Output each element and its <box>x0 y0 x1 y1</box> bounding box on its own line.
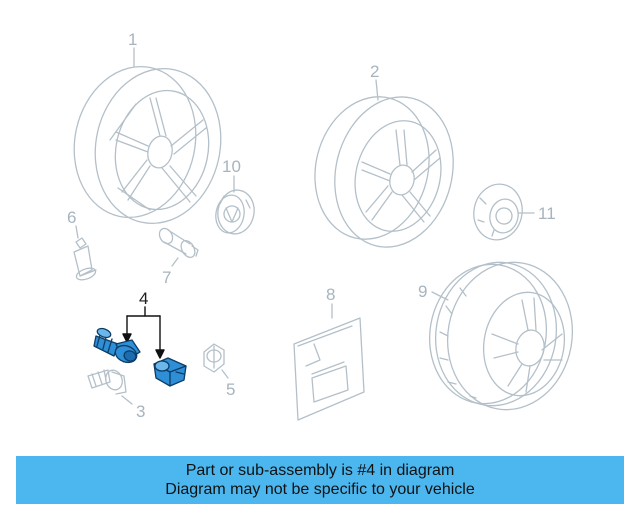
callout-bracket-4 <box>122 306 165 359</box>
banner-line-2: Diagram may not be specific to your vehi… <box>165 481 475 498</box>
leader-line-2 <box>375 79 379 101</box>
valve-stem-part-6 <box>73 237 97 281</box>
wheel-bolt-part-4 <box>93 327 141 364</box>
callout-number-6: 6 <box>67 208 76 227</box>
callout-number-2: 2 <box>370 62 379 81</box>
center-cap-part-11 <box>473 183 523 241</box>
callout-number-9: 9 <box>418 282 427 301</box>
callout-number-10: 10 <box>222 157 241 176</box>
callout-number-8: 8 <box>326 285 335 304</box>
leader-line-9 <box>431 291 449 301</box>
wheel-part-1 <box>73 65 222 225</box>
banner-line-1: Part or sub-assembly is #4 in diagram <box>185 462 455 479</box>
lug-nut-part-5 <box>203 343 225 373</box>
tpms-valve-part-7 <box>158 227 199 259</box>
tire-part-9 <box>428 261 574 411</box>
callout-number-4: 4 <box>139 289 148 308</box>
label-plate-part-8 <box>293 317 365 421</box>
wheel-bolt-part-3 <box>87 369 127 395</box>
callout-number-7: 7 <box>162 268 171 287</box>
center-cap-part-10 <box>215 189 255 235</box>
leader-line-7 <box>171 257 179 267</box>
exploded-parts-diagram: 1 2 10 11 6 7 8 9 5 3 4 <box>67 30 574 421</box>
callout-number-5: 5 <box>226 380 235 399</box>
leader-line-5 <box>221 369 229 379</box>
callout-number-11: 11 <box>538 204 556 223</box>
callout-number-3: 3 <box>136 402 145 421</box>
lug-nut-part-4 <box>153 357 187 387</box>
leader-line-6 <box>75 225 79 239</box>
leader-line-3 <box>121 395 133 405</box>
disclaimer-banner: Part or sub-assembly is #4 in diagram Di… <box>16 456 624 504</box>
callout-number-1: 1 <box>128 30 137 49</box>
wheel-part-2 <box>314 96 454 248</box>
